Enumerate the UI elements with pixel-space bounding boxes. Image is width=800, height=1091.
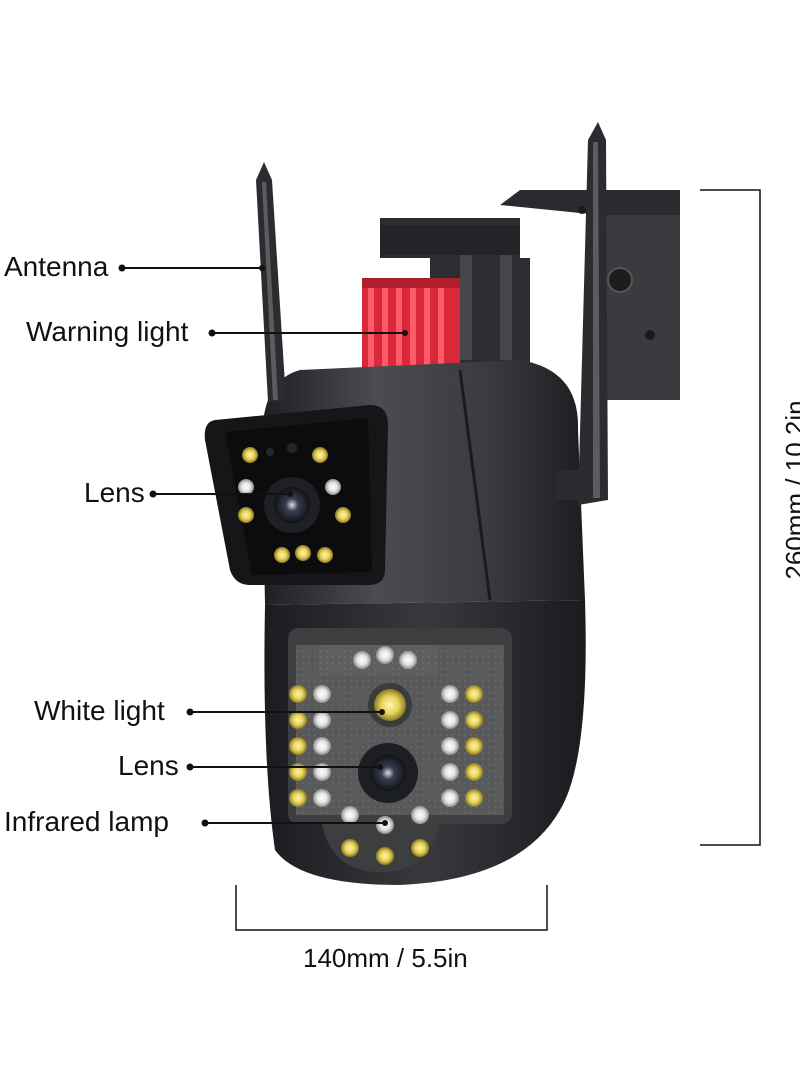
white-light-label: White light: [34, 695, 165, 726]
upper-led-array: [238, 443, 351, 563]
antenna-right: [578, 122, 608, 505]
dimension-lines: [235, 189, 761, 931]
width-dimension-label: 140mm / 5.5in: [303, 943, 468, 973]
lens-top-label: Lens: [84, 477, 145, 508]
callout-dots: [118, 264, 408, 827]
lens-bottom-label: Lens: [118, 750, 179, 781]
height-dimension-line: [700, 189, 761, 846]
width-dimension-line: [235, 885, 548, 931]
callout-lines: [122, 267, 405, 824]
warning-light-label: Warning light: [26, 316, 189, 347]
antenna-label: Antenna: [4, 251, 109, 282]
height-dimension-label: 260mm / 10.2in: [780, 400, 800, 580]
antenna-left: [256, 162, 286, 402]
lower-led-array: [289, 646, 483, 865]
infrared-lamp-label: Infrared lamp: [4, 806, 169, 837]
warning-light: [362, 278, 460, 368]
